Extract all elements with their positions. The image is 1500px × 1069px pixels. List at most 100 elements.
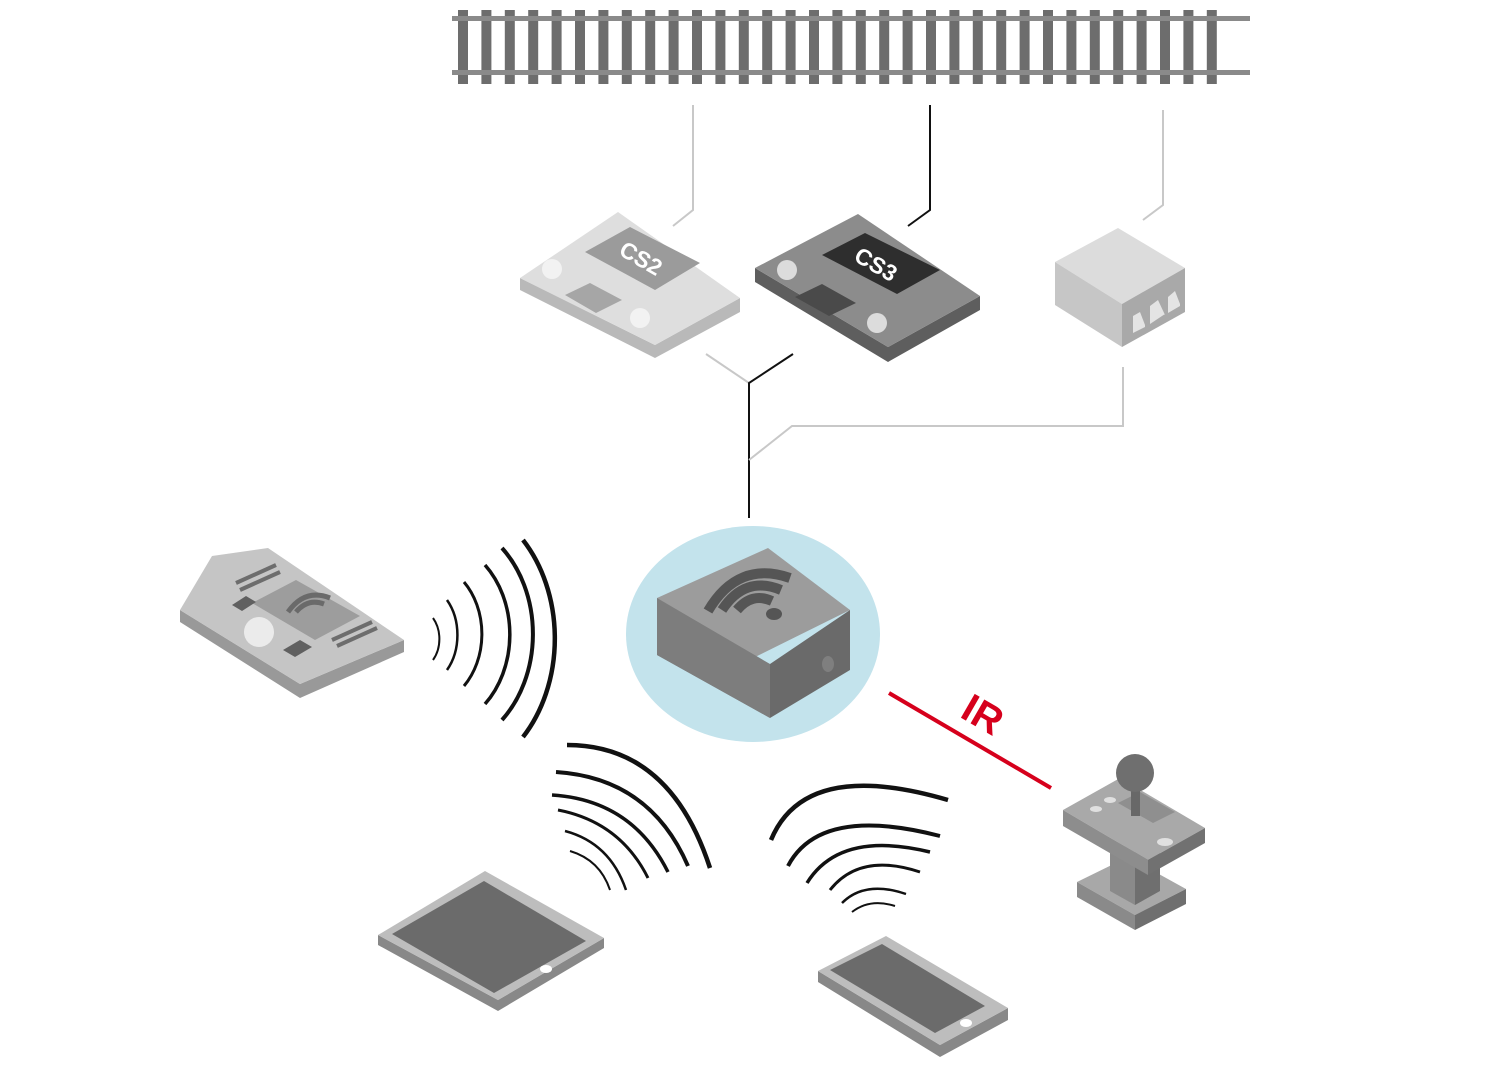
handheld-vents-top	[235, 563, 281, 592]
line-track-cs3	[907, 105, 931, 227]
track-sleeper	[621, 10, 632, 84]
track-sleeper	[692, 10, 702, 84]
joystick-base-left	[1077, 882, 1135, 930]
cs3-knob-right	[867, 313, 887, 333]
cs2-keypad	[565, 283, 622, 313]
track-sleeper	[926, 10, 936, 84]
wifi-gateway	[626, 526, 880, 742]
wireless-waves	[432, 538, 949, 913]
handheld-screen	[252, 580, 360, 640]
box-left-face	[1055, 262, 1122, 347]
track-sleeper	[902, 10, 913, 84]
tablet-home-button	[540, 965, 552, 973]
infrared-joystick-controller	[1063, 754, 1205, 930]
handheld-wifi-icon	[285, 592, 331, 614]
line-cs2-gateway	[705, 353, 750, 384]
waves-handheld	[432, 538, 558, 739]
cs3-knob-left	[777, 260, 797, 280]
track-sleeper	[598, 10, 609, 84]
cs3-keypad	[795, 284, 856, 316]
box-device	[1055, 228, 1185, 347]
track-sleeper	[504, 10, 515, 84]
track-sleeper	[832, 10, 843, 84]
connection-lines	[672, 105, 1164, 518]
gateway-led	[822, 656, 834, 672]
track-sleeper	[715, 10, 726, 84]
track-sleeper	[1089, 10, 1100, 84]
line-track-box	[1142, 110, 1164, 221]
gateway-right-face	[770, 610, 850, 718]
joystick-panel-left	[1063, 810, 1148, 875]
handheld-wheel	[244, 617, 274, 647]
tablet	[378, 871, 604, 1011]
track-sleeper	[551, 10, 562, 84]
waves-tablet	[551, 742, 713, 891]
handheld-keys-left	[232, 596, 256, 611]
track-sleeper	[855, 10, 866, 84]
track-rail-bottom	[452, 70, 1250, 75]
mobile-station-handheld	[180, 548, 404, 698]
phone-screen	[830, 944, 985, 1033]
track-sleeper	[1206, 10, 1217, 84]
track-sleeper	[1183, 10, 1194, 84]
cs2-knob-right	[630, 308, 650, 328]
line-track-cs2	[672, 105, 694, 227]
box-port-3	[1168, 291, 1180, 313]
line-cs3-gateway	[748, 353, 794, 518]
track-sleeper	[668, 10, 679, 84]
central-station-cs3: CS3	[755, 214, 980, 362]
track-sleeper	[528, 10, 539, 84]
joystick-button-2	[1104, 797, 1116, 803]
cs2-body-side	[520, 278, 740, 358]
joystick-knob	[1116, 754, 1154, 792]
track-sleeper	[809, 10, 819, 84]
track-sleepers	[458, 10, 1217, 84]
track-sleeper	[458, 10, 468, 84]
cs2-knob-left	[542, 259, 562, 279]
track-sleeper	[1113, 10, 1124, 84]
track-sleeper	[1066, 10, 1077, 84]
cs2-body-top	[520, 212, 740, 345]
track-sleeper	[996, 10, 1007, 84]
track-sleeper	[575, 10, 585, 84]
line-box-gateway	[748, 367, 1124, 461]
phone-home-button	[960, 1019, 972, 1027]
wifi-icon	[703, 568, 792, 614]
track-sleeper	[785, 10, 796, 84]
track-sleeper	[762, 10, 773, 84]
cs3-body-top	[755, 214, 980, 347]
cs3-display	[822, 233, 940, 294]
track-sleeper	[645, 10, 656, 84]
track-sleeper	[949, 10, 960, 84]
joystick-button-1	[1090, 806, 1102, 812]
track-rail-top	[452, 16, 1250, 21]
handheld-vents-bottom	[331, 620, 378, 648]
track-sleeper	[481, 10, 492, 84]
box-port-1	[1133, 312, 1145, 333]
joystick-button-3	[1157, 838, 1173, 846]
phone-side	[818, 971, 1008, 1057]
joystick-lever	[1131, 780, 1140, 816]
central-station-cs2: CS2	[520, 212, 740, 358]
box-port-2	[1150, 300, 1165, 324]
track-sleeper	[1160, 10, 1170, 84]
track-sleeper	[1019, 10, 1030, 84]
track-sleeper	[738, 10, 749, 84]
gateway-left-face2	[657, 598, 770, 718]
handheld-keys-bottom	[283, 640, 312, 657]
ir-link: IR	[887, 686, 1053, 790]
railway-track	[452, 10, 1250, 84]
joystick-panel-right	[1148, 828, 1205, 875]
tablet-side	[378, 935, 604, 1011]
box-top	[1055, 228, 1185, 304]
waves-phone	[768, 783, 949, 913]
cs2-display	[585, 227, 700, 290]
smartphone	[818, 936, 1008, 1057]
track-sleeper	[879, 10, 890, 84]
track-sleeper	[1043, 10, 1053, 84]
ir-line	[887, 691, 1053, 790]
handheld-side	[180, 610, 404, 698]
joystick-base-right	[1135, 889, 1186, 930]
track-sleeper	[1136, 10, 1147, 84]
